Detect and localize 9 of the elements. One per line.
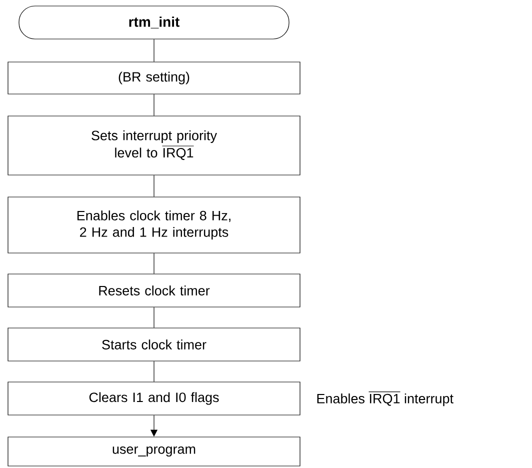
process-box: Clears I1 and I0 flags — [8, 382, 300, 416]
process-box: Enables clock timer 8 Hz, 2 Hz and 1 Hz interrupts — [8, 196, 300, 254]
process-box: Resets clock timer — [8, 274, 300, 308]
process-box: user_program — [8, 436, 300, 466]
side-note: $\text{Enables }\overline{\text{IRQ1}}\text{ interrupt}$ — [317, 392, 454, 406]
process-box: Starts clock timer — [8, 328, 300, 362]
terminal-box: rtm_init — [18, 6, 290, 40]
process-box: $\begin{array}{c}\text{Sets interrupt priority}\\ \text{level to }\overline{\text{IRQ1}}\end{array}$ — [8, 116, 300, 176]
process-box: (BR setting) — [8, 62, 300, 94]
